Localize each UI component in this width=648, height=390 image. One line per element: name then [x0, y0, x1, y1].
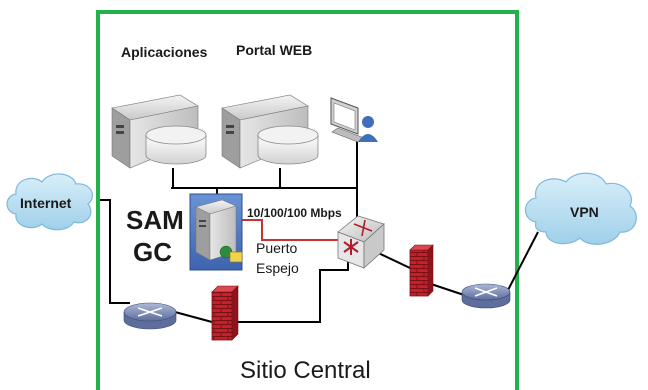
- edge-router-icon: [123, 302, 177, 330]
- applications-label: Aplicaciones: [121, 44, 208, 60]
- gc-label: GC: [133, 237, 172, 267]
- link-speed-label: 10/100/100 Mbps: [247, 206, 342, 220]
- lan-bus: [171, 140, 358, 218]
- central-site-label: Sitio Central: [240, 357, 371, 384]
- portal-web-label: Portal WEB: [236, 42, 313, 58]
- firewall-icon: [409, 244, 434, 297]
- vpn-router-icon: [461, 283, 511, 309]
- mirror-port-label-2: Espejo: [256, 260, 299, 276]
- sam-server-icon: [189, 193, 243, 271]
- workstation-icon: [330, 97, 378, 143]
- internet-link: [100, 199, 130, 304]
- internet-label: Internet: [20, 195, 72, 211]
- vpn-label: VPN: [570, 204, 599, 220]
- mirror-port-link: [236, 219, 342, 241]
- mirror-port-label: Puerto: [256, 240, 298, 256]
- core-switch-icon: [337, 215, 385, 269]
- firewall-switch-link: [232, 262, 349, 323]
- application-server-icon: [111, 94, 207, 169]
- firewall-icon: [211, 285, 239, 341]
- router-firewall-link: [174, 311, 213, 323]
- sam-label: SAM: [126, 205, 184, 235]
- site-border: [96, 10, 519, 390]
- vpn-cloud-icon: [524, 172, 637, 245]
- web-server-icon: [221, 94, 319, 169]
- internet-cloud-icon: [6, 173, 93, 231]
- vpn-link: [507, 231, 539, 291]
